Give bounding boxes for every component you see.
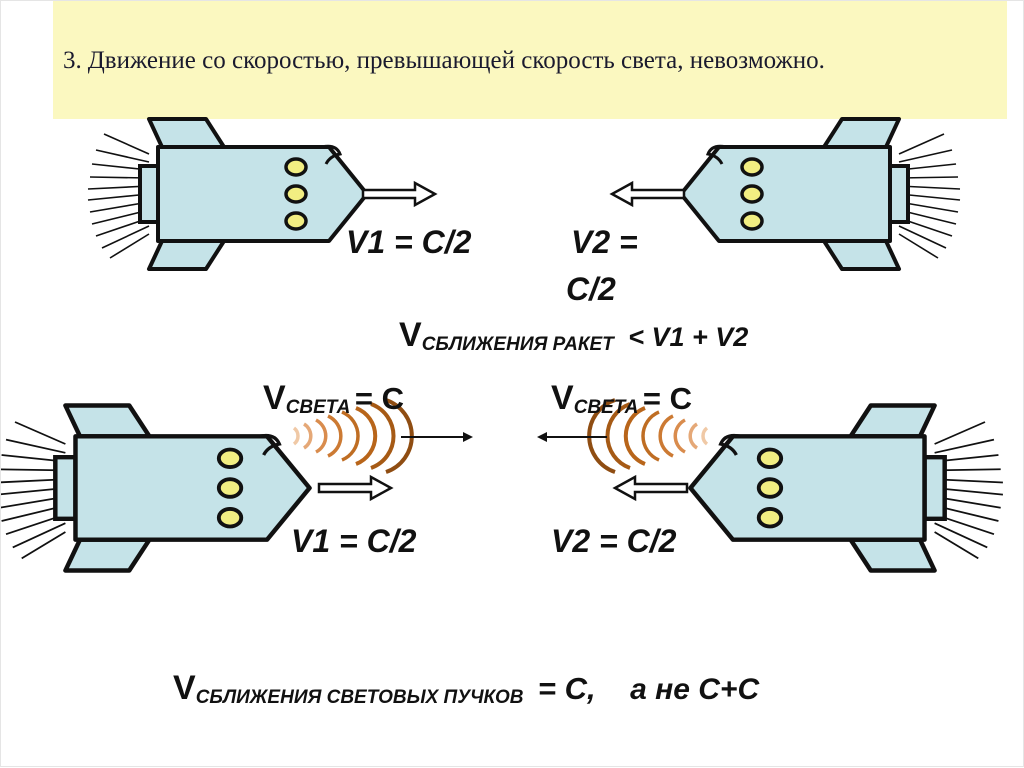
formula-rockets-v: V — [399, 316, 422, 354]
label-v2-top-line1: V2 = — [571, 224, 638, 260]
light-left-v: V — [263, 379, 286, 417]
light-speed-right: VСВЕТА = C — [551, 379, 692, 419]
label-v2-top-line2: C/2 — [566, 271, 616, 307]
rocket-top-left — [86, 117, 369, 271]
formula-rockets-rest: < V1 + V2 — [628, 322, 749, 352]
formula-beams: VСБЛИЖЕНИЯ СВЕТОВЫХ ПУЧКОВ = C, а не С+С — [173, 669, 759, 709]
title-text: Движение со скоростью, превышающей скоро… — [87, 47, 825, 74]
arrow-bottom-right — [613, 475, 689, 501]
arrow-top-left — [361, 181, 437, 207]
label-v1-top: V1 = C/2 — [346, 224, 472, 260]
light-left-rest: = C — [354, 381, 404, 416]
formula-beams-v: V — [173, 669, 196, 707]
light-right-rest: = C — [642, 381, 692, 416]
light-arrow-right — [537, 432, 607, 442]
title-banner: 3.Движение со скоростью, превышающей ско… — [53, 1, 1007, 119]
arrow-top-right — [610, 181, 686, 207]
rocket-bottom-right — [690, 406, 1002, 571]
light-arrow-left — [401, 432, 473, 442]
light-speed-left: VСВЕТА = C — [263, 379, 404, 419]
formula-beams-sub: СБЛИЖЕНИЯ СВЕТОВЫХ ПУЧКОВ — [195, 687, 524, 708]
formula-rockets-sub: СБЛИЖЕНИЯ РАКЕТ — [421, 334, 614, 355]
rocket-top-right — [679, 117, 962, 271]
formula-beams-rest: = C, — [537, 671, 596, 706]
light-right-sub: СВЕТА — [573, 397, 639, 418]
slide-title: 3.Движение со скоростью, превышающей ско… — [63, 47, 997, 75]
label-v2-bottom: V2 = C/2 — [551, 523, 677, 559]
rocket-bottom-left — [1, 406, 310, 571]
light-left-sub: СВЕТА — [285, 397, 351, 418]
title-number: 3. — [63, 47, 82, 74]
formula-beams-tail: а не С+С — [630, 673, 760, 706]
light-right-v: V — [551, 379, 574, 417]
formula-rockets: VСБЛИЖЕНИЯ РАКЕТ < V1 + V2 — [399, 316, 748, 356]
arrow-bottom-left — [317, 475, 393, 501]
label-v1-bottom: V1 = C/2 — [291, 523, 417, 559]
